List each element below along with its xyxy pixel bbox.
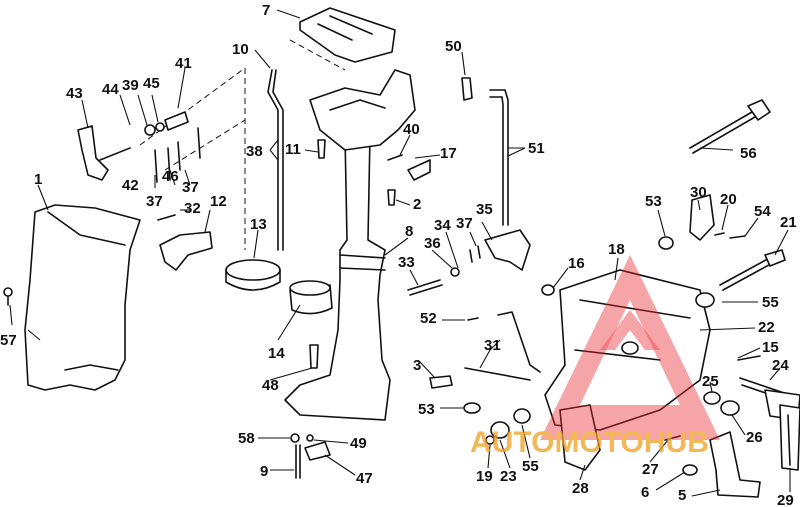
callout-47: 47 [356, 470, 373, 487]
callout-19: 19 [476, 468, 493, 485]
callout-17: 17 [440, 145, 457, 162]
callout-51: 51 [528, 140, 545, 157]
callout-43: 43 [66, 85, 83, 102]
callout-25: 25 [702, 373, 719, 390]
callout-2: 2 [413, 196, 421, 213]
part-top-bracket [309, 69, 416, 151]
callout-34: 34 [434, 217, 451, 234]
callout-3: 3 [413, 357, 421, 374]
callout-41: 41 [175, 55, 192, 72]
callout-28: 28 [572, 480, 589, 497]
watermark-triangle-logo [540, 255, 720, 440]
callout-29: 29 [777, 492, 794, 507]
callout-13: 13 [250, 216, 267, 233]
callout-33: 33 [398, 254, 415, 271]
callout-7: 7 [262, 2, 270, 19]
part-clip [461, 77, 473, 101]
callout-37-b: 37 [182, 179, 199, 196]
callout-27: 27 [642, 461, 659, 478]
part-seal-ring [225, 259, 281, 281]
callout-52: 52 [420, 310, 437, 327]
callout-37-c: 37 [456, 215, 473, 232]
callout-1: 1 [34, 171, 42, 188]
callout-58: 58 [238, 430, 255, 447]
part-shift-rod [267, 69, 279, 251]
callout-12: 12 [210, 193, 227, 210]
part-clamp [159, 231, 213, 271]
callout-44: 44 [102, 81, 119, 98]
callout-54: 54 [754, 203, 771, 220]
callout-14: 14 [268, 345, 285, 362]
callout-5: 5 [678, 487, 686, 504]
callout-37-a: 37 [146, 193, 163, 210]
callout-8: 8 [405, 223, 413, 240]
callout-30: 30 [690, 184, 707, 201]
callout-11: 11 [285, 141, 301, 158]
callout-42: 42 [122, 177, 139, 194]
callout-45: 45 [143, 75, 160, 92]
watermark-logo: AUTOMOTOHUB [470, 255, 720, 459]
part-clamp-bracket [559, 404, 601, 471]
callout-40: 40 [403, 121, 420, 138]
callout-9: 9 [260, 463, 268, 480]
part-bracket-35 [484, 229, 531, 271]
callout-32: 32 [184, 200, 201, 217]
callout-56: 56 [740, 145, 757, 162]
callout-10: 10 [232, 41, 249, 58]
callout-16: 16 [568, 255, 585, 272]
part-tilt-lever [464, 311, 541, 381]
part-driveshaft-housing [284, 134, 391, 421]
callout-38: 38 [246, 143, 263, 160]
callout-6: 6 [641, 484, 649, 501]
part-lever [77, 125, 109, 181]
callout-18: 18 [608, 241, 625, 258]
part-gasket-plate [299, 7, 396, 63]
callout-50: 50 [445, 38, 462, 55]
callout-24: 24 [772, 357, 789, 374]
callout-20: 20 [720, 191, 737, 208]
parts-art [3, 7, 800, 498]
callout-39: 39 [122, 77, 139, 94]
callout-15: 15 [762, 339, 779, 356]
part-swivel-handle [709, 431, 761, 498]
callout-26: 26 [746, 429, 763, 446]
callout-48: 48 [262, 377, 279, 394]
callout-53-b: 53 [418, 401, 435, 418]
callout-49: 49 [350, 435, 367, 452]
callout-23: 23 [500, 468, 517, 485]
callout-53-a: 53 [645, 193, 662, 210]
callout-55-b: 55 [522, 458, 539, 475]
callout-36: 36 [424, 235, 441, 252]
callout-22: 22 [758, 319, 775, 336]
part-tiller-rod [689, 111, 756, 154]
part-water-tube [489, 89, 509, 226]
part-lower-cover [24, 204, 141, 391]
callout-46: 46 [162, 168, 179, 185]
watermark-text: AUTOMOTOHUB [470, 426, 709, 459]
callout-35: 35 [476, 201, 493, 218]
callout-31: 31 [484, 337, 501, 354]
leader-lines [9, 9, 791, 497]
callout-55-a: 55 [762, 294, 779, 311]
callout-21: 21 [780, 214, 797, 231]
callout-57: 57 [0, 332, 17, 349]
